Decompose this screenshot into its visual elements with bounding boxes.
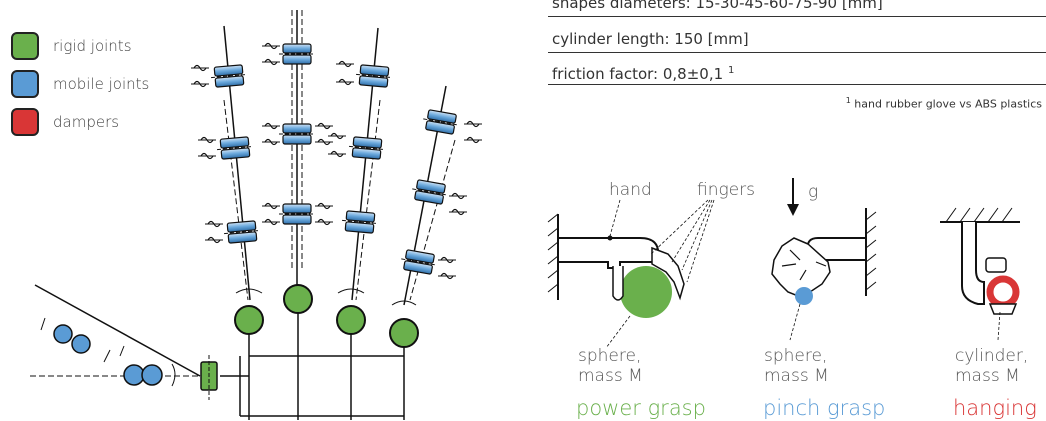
spring-f1-6 (204, 236, 224, 244)
spring-f3-4 (327, 150, 347, 158)
hanging-scene (940, 207, 1020, 341)
spring-f1-4 (197, 152, 217, 160)
spring-f4-5 (437, 256, 457, 264)
legend-dampers: dampers (11, 108, 119, 136)
joint-f2-3 (278, 203, 316, 225)
spring-f2-9 (314, 202, 334, 210)
spring-f4-2 (463, 136, 483, 144)
spring-f4-3 (448, 192, 468, 200)
spring-f1-5 (204, 220, 224, 228)
palm-frame (220, 313, 405, 420)
sphere-power (620, 266, 672, 318)
rigid-joint-f4 (389, 318, 419, 348)
mode-pinch-grasp: pinch grasp (763, 396, 886, 420)
joint-f4-2 (409, 178, 451, 206)
mode-power-grasp: power grasp (576, 396, 706, 420)
rigid-joint-f3 (336, 305, 366, 335)
gravity-arrow (787, 178, 799, 216)
spring-f2-5 (261, 202, 281, 210)
thumb (30, 284, 218, 400)
legend-rigid: rigid joints (11, 32, 132, 60)
footnote: 1 hand rubber glove vs ABS plastics (846, 96, 1042, 111)
spring-f1-1 (190, 64, 210, 72)
cylinder-hanging (986, 275, 1020, 309)
object-power-line1: sphere, (578, 346, 642, 366)
object-hanging-line2: mass M (955, 366, 1020, 386)
joint-f4-3 (398, 248, 440, 276)
rigid-swatch (11, 32, 39, 60)
legend-mobile: mobile joints (11, 70, 149, 98)
label-hand: hand (609, 180, 652, 200)
legend-label-dampers: dampers (53, 113, 120, 131)
joint-f1-3 (222, 219, 262, 245)
spring-f4-1 (463, 120, 483, 128)
spec-shapes: shapes diameters: 15-30-45-60-75-90 [mm] (548, 0, 1046, 17)
mobile-joint-t2 (71, 334, 91, 354)
spring-f2-8 (314, 138, 334, 146)
finger-2 (261, 10, 334, 314)
pinch-grasp-scene (771, 208, 877, 341)
spring-f2-10 (314, 218, 334, 226)
sphere-pinch (795, 287, 813, 305)
spring-f2-3 (261, 122, 281, 130)
object-power-line2: mass M (578, 366, 643, 386)
spring-f2-2 (261, 58, 281, 66)
spec-cylinder: cylinder length: 150 [mm] (548, 25, 1046, 53)
object-hanging-line1: cylinder, (955, 346, 1029, 366)
finger-1 (190, 25, 264, 335)
spring-f3-1 (335, 60, 355, 68)
joint-f3-2 (347, 135, 387, 161)
spring-f3-2 (335, 78, 355, 86)
spring-f2-7 (314, 122, 334, 130)
joint-f4-1 (420, 108, 462, 136)
spring-f4-6 (437, 272, 457, 280)
label-g: g (808, 182, 819, 202)
mobile-swatch (11, 70, 39, 98)
damper-swatch (11, 108, 39, 136)
spring-f3-3 (327, 132, 347, 140)
spec-friction: friction factor: 0,8±0,1 1 (548, 57, 1046, 85)
spring-f2-4 (261, 138, 281, 146)
joint-f3-1 (354, 63, 394, 89)
power-grasp-leaders (605, 199, 715, 349)
spec-friction-text: friction factor: 0,8±0,1 (552, 65, 724, 83)
joint-f3-3 (340, 209, 380, 235)
joint-f1-2 (215, 135, 255, 161)
spring-f2-1 (261, 42, 281, 50)
mobile-joint-t1 (53, 324, 73, 344)
footnote-text: hand rubber glove vs ABS plastics (854, 97, 1042, 111)
finger-4 (389, 85, 483, 348)
footnote-sup: 1 (845, 96, 851, 105)
mobile-joint-t4 (141, 364, 163, 386)
label-fingers: fingers (697, 180, 755, 200)
legend-label-rigid: rigid joints (53, 37, 132, 55)
spring-f1-2 (190, 80, 210, 88)
joint-f2-1 (278, 43, 316, 65)
joint-f1-1 (209, 63, 249, 89)
legend-label-mobile: mobile joints (53, 75, 150, 93)
object-pinch-line2: mass M (764, 366, 829, 386)
spring-f4-4 (448, 208, 468, 216)
joint-f2-2 (278, 123, 316, 145)
spec-friction-sup: 1 (727, 65, 735, 76)
spring-f1-3 (197, 136, 217, 144)
finger-3 (327, 27, 394, 335)
mobile-joint-t3 (123, 364, 145, 386)
spring-f2-6 (261, 218, 281, 226)
rigid-joint-f2 (283, 284, 313, 314)
rigid-joint-f1 (234, 305, 264, 335)
mode-hanging: hanging (953, 396, 1037, 420)
power-grasp-scene (547, 213, 685, 318)
object-pinch-line1: sphere, (764, 346, 828, 366)
